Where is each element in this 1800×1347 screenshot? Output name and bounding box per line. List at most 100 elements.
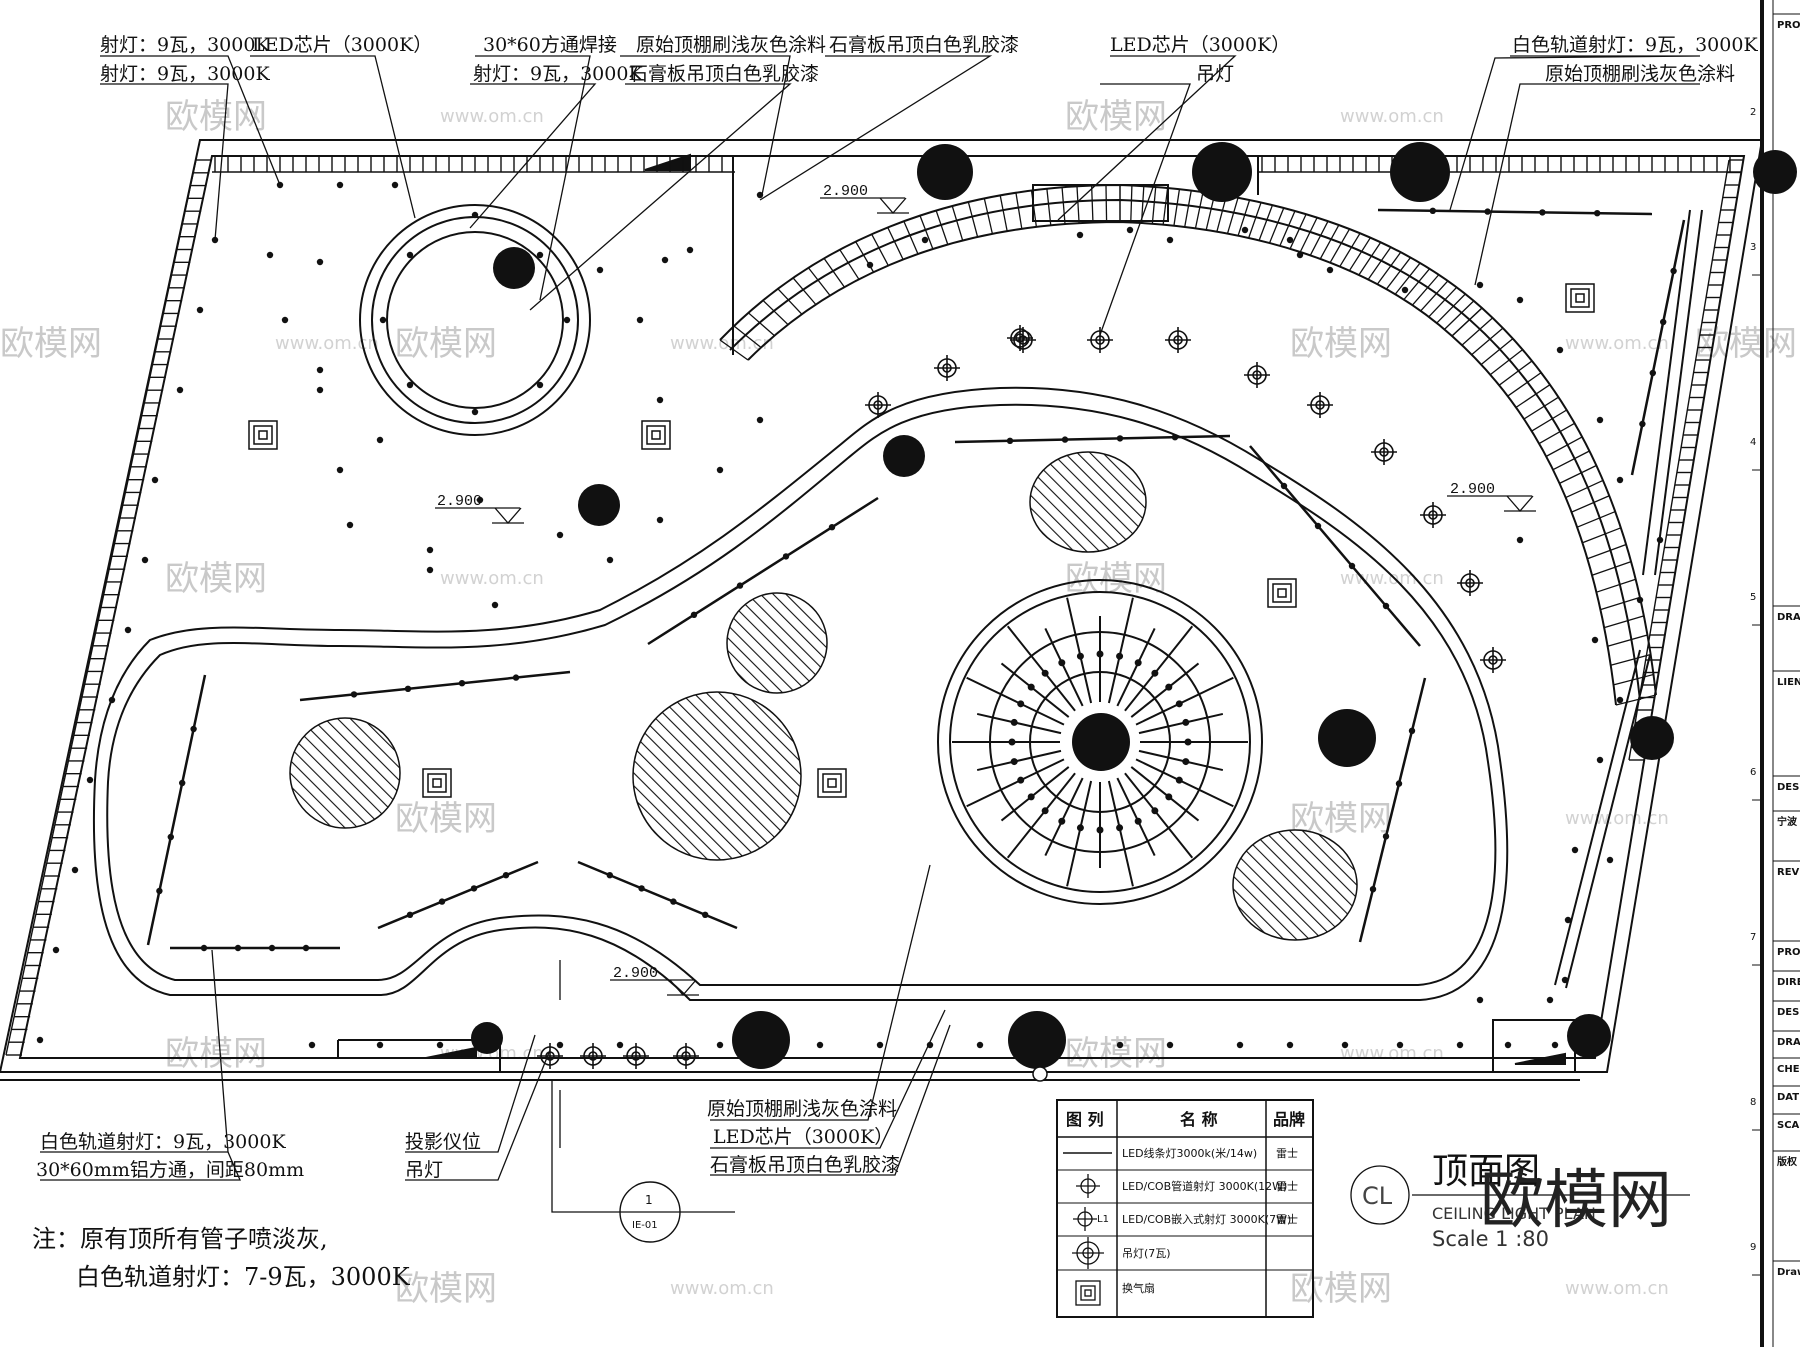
chandelier-spoke xyxy=(1124,625,1194,712)
chandelier-bulb xyxy=(1151,669,1159,677)
legend-rows: L1 LED线条灯3000k(米/14w) LED/COB管道射灯 3000K(… xyxy=(1063,1146,1298,1306)
chandelier-bulb xyxy=(1058,659,1066,667)
track-spot xyxy=(1348,562,1356,570)
title-block: PROJDRAWLIENDES宁波REVIPROJDIREDESIDRAWCHE… xyxy=(1750,0,1800,1347)
fan-outer xyxy=(1267,578,1297,608)
spot-light xyxy=(616,1041,624,1049)
spot-light xyxy=(379,316,387,324)
legend-recessed-spot-icon xyxy=(1073,1207,1097,1231)
arc-segment xyxy=(1130,185,1133,223)
spot-light xyxy=(556,1041,564,1049)
watermark-brand: 欧模网 xyxy=(1065,97,1167,137)
spot-light xyxy=(426,566,434,574)
arc-segment xyxy=(1367,246,1392,280)
pipe-spotlights xyxy=(537,325,1506,1069)
arc-segment xyxy=(1319,224,1340,260)
chandelier-bulb xyxy=(1041,669,1049,677)
title-block-label: 版权 xyxy=(1777,1155,1798,1168)
arc-segment xyxy=(1461,317,1494,346)
spot-light xyxy=(52,946,60,954)
arc-segment xyxy=(983,198,994,234)
title-block-label: DATE xyxy=(1777,1092,1800,1103)
spot-light xyxy=(141,556,149,564)
spot-light xyxy=(1286,236,1294,244)
track-spot xyxy=(470,885,478,892)
spot-light xyxy=(866,261,874,269)
track-light xyxy=(1358,677,1427,943)
chandelier-bulb xyxy=(1010,718,1018,726)
track-spot xyxy=(1539,209,1546,216)
chandelier-bulb xyxy=(1017,700,1025,708)
arc-segment xyxy=(967,201,979,238)
arc-segment xyxy=(1030,190,1038,227)
hatched-disc xyxy=(726,592,828,694)
exhaust-fan xyxy=(1565,283,1595,313)
arc-segment xyxy=(1565,479,1604,499)
callout-projector: 投影仪位 xyxy=(405,1131,481,1153)
track-spot xyxy=(268,944,276,952)
track-light xyxy=(299,670,571,702)
spot-light xyxy=(36,1036,44,1044)
spot-light xyxy=(1556,346,1564,354)
spot-light xyxy=(1596,416,1604,424)
title-block-label: CHEC xyxy=(1777,1064,1800,1075)
pendant-light xyxy=(1753,150,1797,194)
track-spot xyxy=(1484,208,1491,215)
spot-light xyxy=(656,516,664,524)
watermark-brand: 欧模网 xyxy=(395,799,497,839)
chandelier-bulb xyxy=(1165,793,1173,801)
spot-light xyxy=(316,366,324,374)
arc-segment xyxy=(1552,450,1590,471)
pendant-light xyxy=(1567,1014,1611,1058)
arc-segment xyxy=(1329,228,1351,263)
spot-light xyxy=(471,211,479,219)
title-block-rows: PROJDRAWLIENDES宁波REVIPROJDIREDESIDRAWCHE… xyxy=(1773,13,1800,1278)
track-spot xyxy=(690,611,698,618)
spot-light xyxy=(316,258,324,266)
arc-segment xyxy=(1451,307,1483,337)
arc-segment xyxy=(1385,257,1411,290)
callout-led-chip-2: LED芯片（3000K） xyxy=(1110,34,1290,56)
arc-segment xyxy=(1559,464,1597,484)
chandelier-spoke xyxy=(1066,780,1093,887)
watermark-url: www.om.cn xyxy=(1340,1043,1444,1064)
chandelier-bulb xyxy=(1165,683,1173,691)
watermark-brand: 欧模网 xyxy=(165,1034,267,1074)
arc-segment xyxy=(1420,280,1449,312)
chandelier-spoke xyxy=(1066,597,1093,704)
chandelier-bulb xyxy=(1116,652,1124,660)
arc-segment xyxy=(1604,615,1645,629)
spot-light xyxy=(406,381,414,389)
pipe-spotlight xyxy=(1371,439,1397,465)
hatched-disc xyxy=(632,691,802,861)
callout-led-chip-bottom: LED芯片（3000K） xyxy=(713,1126,893,1148)
track-spot xyxy=(782,553,790,560)
legend-l1-mark: L1 xyxy=(1097,1214,1109,1225)
watermark-brand: 欧模网 xyxy=(165,559,267,599)
spot-light xyxy=(1616,696,1624,704)
spot-light xyxy=(1516,536,1524,544)
arc-segment xyxy=(1076,186,1080,224)
pendant-light xyxy=(1072,713,1130,771)
spot-light xyxy=(661,256,669,264)
callout-orig-ceiling-right: 原始顶棚刷浅灰色涂料 xyxy=(1545,63,1735,85)
arc-segment xyxy=(1471,327,1504,356)
track-spot xyxy=(179,779,186,787)
spot-light xyxy=(1476,996,1484,1004)
spot-light xyxy=(426,546,434,554)
watermark-url: www.om.cn xyxy=(1565,1278,1669,1299)
track-spot xyxy=(1594,210,1601,217)
spot-light xyxy=(1116,1041,1124,1049)
chandelier-bulb xyxy=(1182,758,1190,766)
track-spot xyxy=(828,524,836,531)
callout-labels: 射灯：9瓦，3000K 射灯：9瓦，3000K LED芯片（3000K） 30*… xyxy=(36,33,1758,1181)
exhaust-fan xyxy=(422,768,452,798)
pendant-light xyxy=(1390,142,1450,202)
spot-light xyxy=(1326,266,1334,274)
note-line-1: 注：原有顶所有管子喷淡灰, xyxy=(32,1225,328,1253)
spot-light xyxy=(476,496,484,504)
track-spot xyxy=(1280,482,1288,490)
fan-mid xyxy=(1570,288,1590,308)
chandelier-bulb xyxy=(1134,659,1142,667)
